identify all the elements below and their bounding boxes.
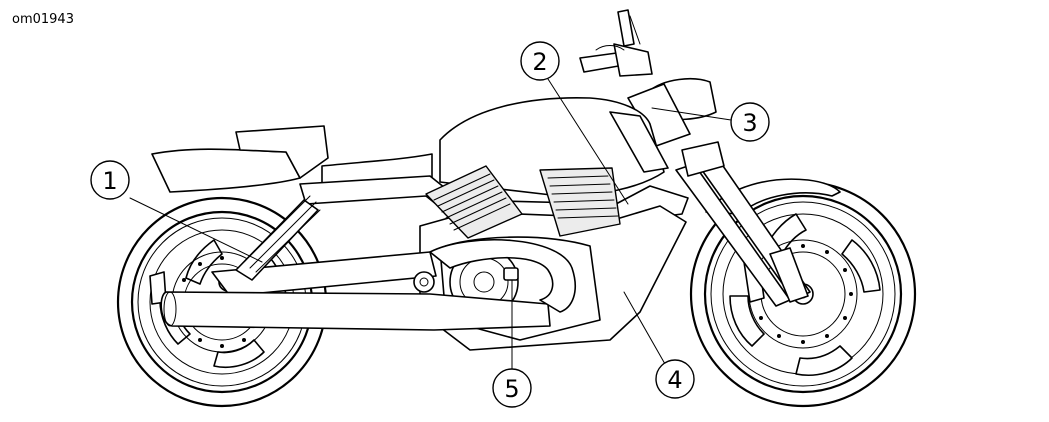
callout-label-1: 1 (102, 167, 117, 195)
callout-leaders (129, 78, 732, 371)
callout-4: 4 (655, 359, 695, 399)
callout-label-2: 2 (532, 48, 547, 76)
leader-4 (623, 291, 666, 365)
callout-1: 1 (90, 160, 130, 200)
exhaust (160, 239, 576, 331)
headlight-handlebar (579, 9, 717, 147)
callout-2: 2 (520, 41, 560, 81)
callout-5: 5 (492, 368, 532, 408)
front-fork (675, 141, 811, 307)
callout-label-4: 4 (667, 366, 682, 394)
callout-label-3: 3 (742, 109, 757, 137)
callout-label-5: 5 (504, 375, 519, 403)
leader-1 (129, 197, 263, 263)
callout-3: 3 (730, 102, 770, 142)
leader-3 (651, 107, 732, 121)
figure-id: om01943 (12, 12, 74, 27)
leader-2 (547, 78, 629, 205)
